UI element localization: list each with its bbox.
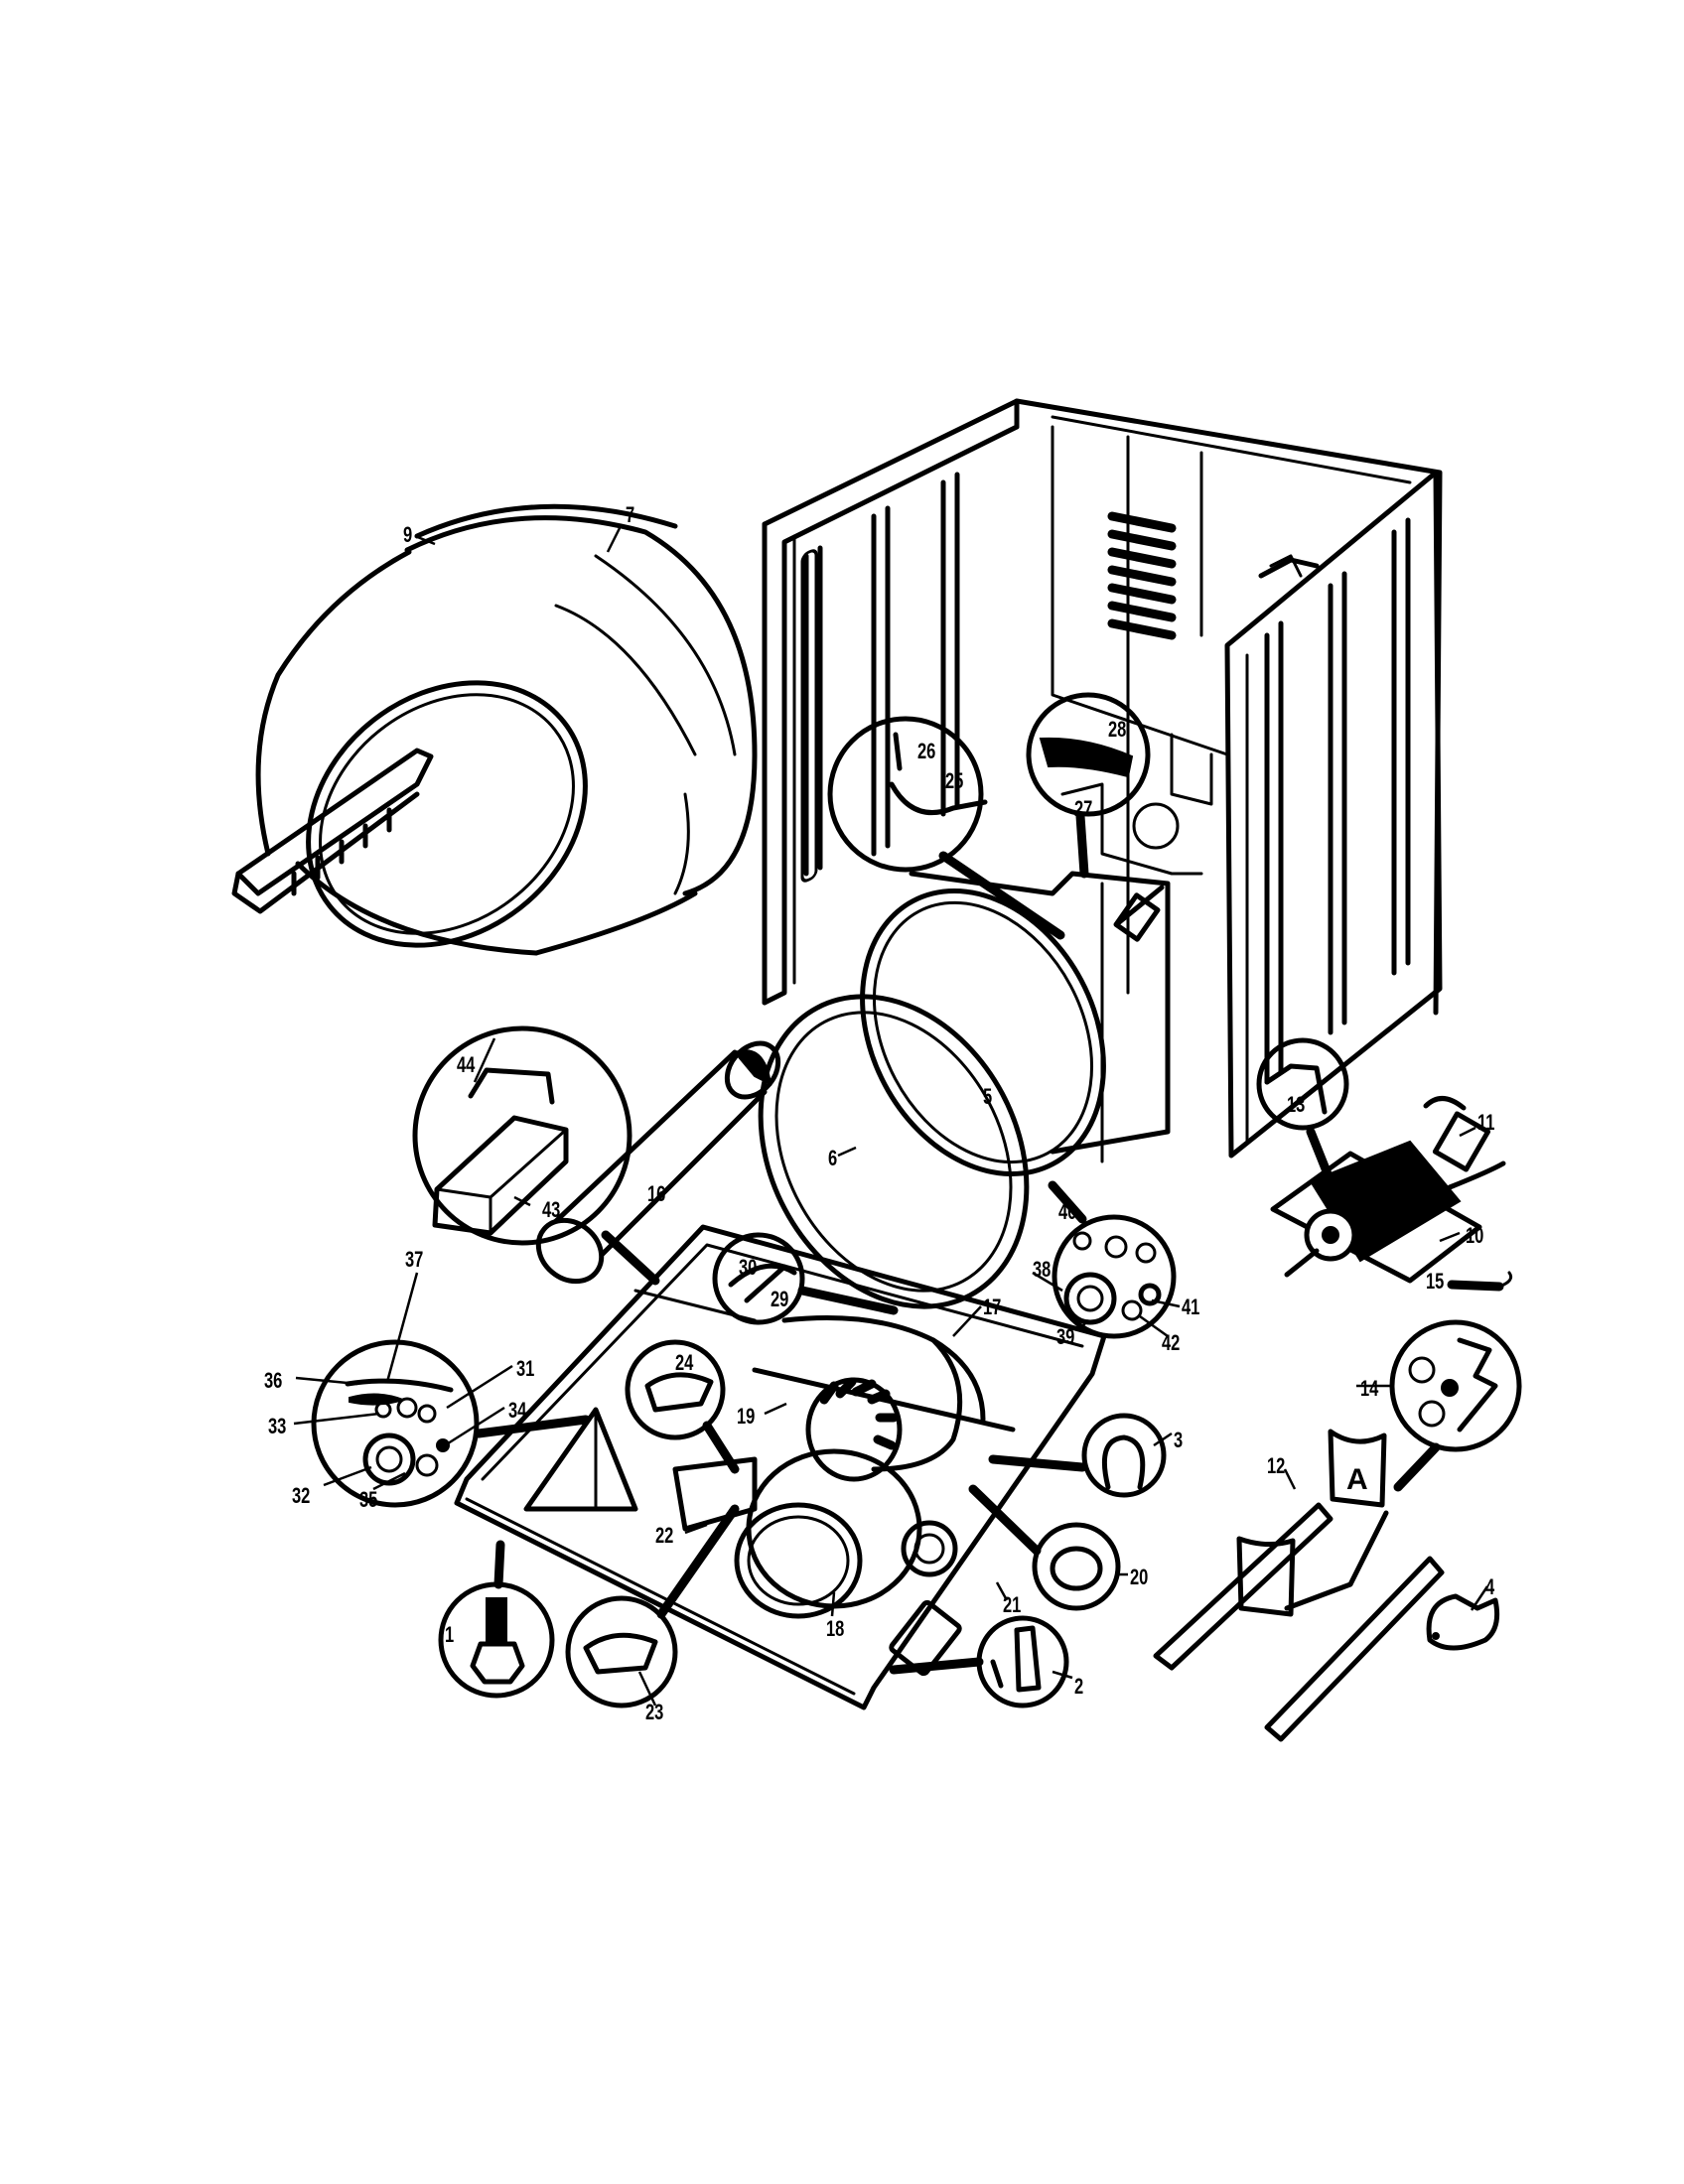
- idler-gear: [819, 1377, 899, 1450]
- callout-12: 12: [1267, 1453, 1286, 1478]
- cabinet-assembly: [762, 398, 1443, 1159]
- callout-18: 18: [826, 1616, 845, 1641]
- callout-6: 6: [828, 1146, 838, 1170]
- callout-1: 1: [445, 1622, 455, 1647]
- callout-10: 10: [1466, 1223, 1484, 1248]
- callout-11: 11: [1477, 1110, 1495, 1135]
- callout-23: 23: [645, 1700, 664, 1724]
- callout-34: 34: [508, 1398, 527, 1423]
- callout-33: 33: [268, 1414, 287, 1438]
- vent-louvers: [1107, 511, 1177, 640]
- callout-25: 25: [945, 768, 964, 793]
- callout-19: 19: [737, 1404, 756, 1429]
- callout-21: 21: [1003, 1592, 1022, 1617]
- callout-17: 17: [983, 1295, 1002, 1319]
- drive-motor: [1270, 1096, 1513, 1292]
- callout-41: 41: [1182, 1295, 1200, 1319]
- callout-37: 37: [405, 1247, 424, 1272]
- detail-circles: [311, 692, 1522, 1708]
- callout-36: 36: [264, 1368, 283, 1393]
- motor-mount-clip: [1426, 1593, 1500, 1651]
- callout-38: 38: [1033, 1257, 1052, 1282]
- callout-4: 4: [1485, 1574, 1495, 1599]
- callout-15: 15: [1426, 1269, 1445, 1294]
- callout-31: 31: [516, 1356, 535, 1381]
- callout-42: 42: [1162, 1330, 1181, 1355]
- front-bulkhead: [860, 871, 1171, 1176]
- callout-14: 14: [1360, 1376, 1379, 1401]
- callout-7: 7: [626, 502, 635, 527]
- callout-43: 43: [542, 1197, 561, 1222]
- callout-29: 29: [771, 1287, 789, 1311]
- callout-13: 13: [1287, 1092, 1306, 1117]
- callout-9: 9: [403, 522, 413, 547]
- callout-27: 27: [1074, 796, 1093, 821]
- callout-35: 35: [359, 1487, 378, 1512]
- drum: [231, 503, 758, 956]
- callout-16: 16: [647, 1181, 666, 1206]
- callout-22: 22: [655, 1523, 674, 1548]
- callout-24: 24: [675, 1350, 694, 1375]
- drum-seal-ring: [758, 994, 1030, 1309]
- drum-baffle: [231, 748, 434, 914]
- callout-5: 5: [983, 1084, 993, 1109]
- callout-44: 44: [457, 1052, 476, 1077]
- callout-2: 2: [1074, 1674, 1084, 1699]
- callout-26: 26: [917, 739, 936, 763]
- leader-lines: [293, 523, 1489, 1706]
- callout-30: 30: [739, 1255, 758, 1280]
- callout-20: 20: [1130, 1565, 1149, 1589]
- callout-28: 28: [1108, 717, 1127, 742]
- callout-32: 32: [292, 1483, 311, 1508]
- callout-3: 3: [1174, 1428, 1184, 1452]
- svg-text:A: A: [1346, 1463, 1368, 1496]
- callout-40: 40: [1058, 1199, 1077, 1224]
- idler-bracket: A: [1153, 1429, 1445, 1742]
- callout-39: 39: [1056, 1324, 1075, 1349]
